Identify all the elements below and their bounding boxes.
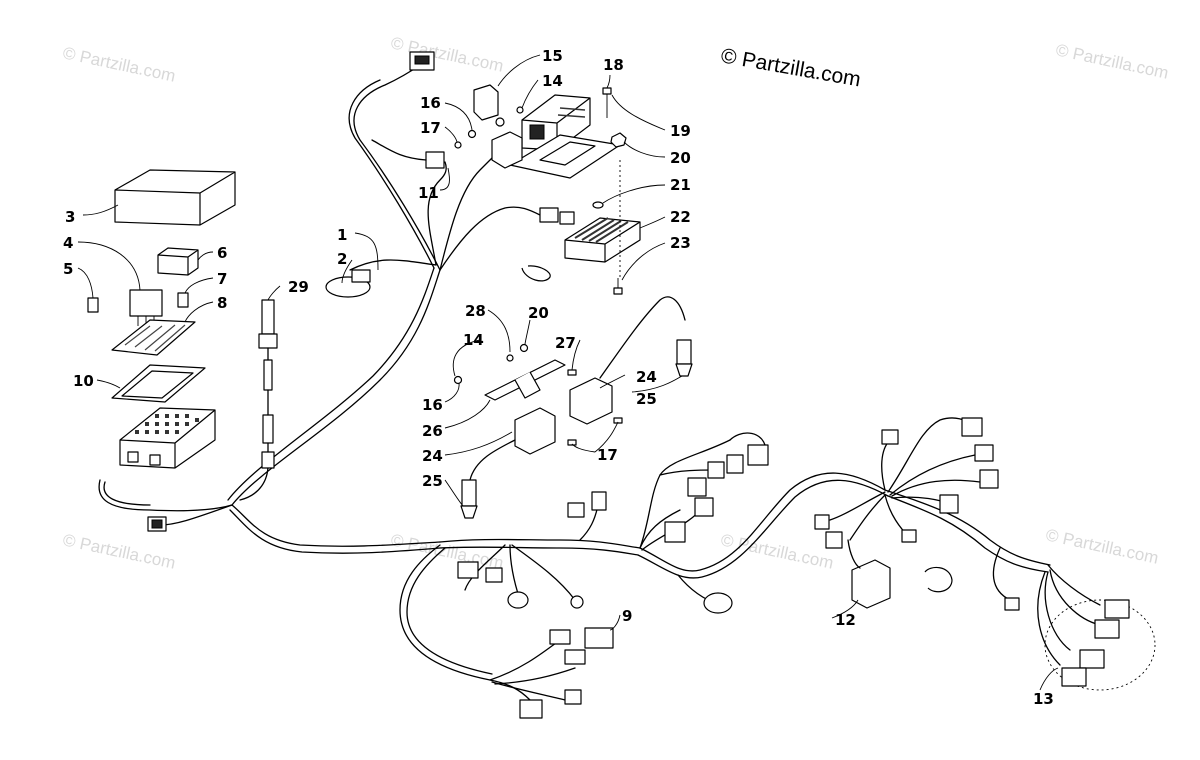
connector-1-2 bbox=[325, 269, 371, 298]
callout-20: 20 bbox=[670, 149, 691, 167]
bolts-19-23 bbox=[592, 87, 627, 295]
watermark-top-left: © Partzilla.com bbox=[61, 43, 177, 85]
connector-cluster-center bbox=[457, 491, 607, 609]
connector-11 bbox=[371, 139, 445, 169]
relay-4 bbox=[129, 289, 163, 326]
connector-13 bbox=[1044, 599, 1156, 691]
small-washers-top bbox=[454, 106, 524, 149]
circuit-board-8 bbox=[111, 319, 196, 356]
callout-6: 6 bbox=[217, 244, 227, 262]
callout-14: 14 bbox=[542, 72, 563, 90]
callout-13: 13 bbox=[1033, 690, 1054, 708]
fuse-box-cover-3 bbox=[114, 169, 236, 226]
clamp-connector bbox=[491, 131, 523, 169]
callout-17: 17 bbox=[420, 119, 441, 137]
connector-9 bbox=[519, 627, 614, 719]
callout-23: 23 bbox=[670, 234, 691, 252]
callout-numbers: 1 2 3 4 5 6 7 8 9 10 11 12 13 14 15 16 1… bbox=[63, 47, 1054, 708]
callout-15: 15 bbox=[542, 47, 563, 65]
watermark-bottom-left: © Partzilla.com bbox=[61, 530, 177, 572]
callout-9: 9 bbox=[622, 607, 632, 625]
watermark-top-center: © Partzilla.com bbox=[389, 33, 505, 75]
callout-11: 11 bbox=[418, 184, 439, 202]
fasteners-middle bbox=[453, 343, 623, 446]
watermark-bottom-center: © Partzilla.com bbox=[389, 530, 505, 572]
callout-16-mid: 16 bbox=[422, 396, 443, 414]
callout-27: 27 bbox=[555, 334, 576, 352]
bracket-15 bbox=[473, 84, 505, 127]
fuse-5 bbox=[87, 297, 99, 313]
fuse-7 bbox=[177, 292, 189, 308]
oxygen-sensor-29 bbox=[258, 299, 278, 469]
callout-8: 8 bbox=[217, 294, 227, 312]
callout-22: 22 bbox=[670, 208, 691, 226]
callout-7: 7 bbox=[217, 270, 227, 288]
connector-cluster-upper-right bbox=[664, 444, 769, 614]
callout-24-lower: 24 bbox=[422, 447, 443, 465]
left-end-connector bbox=[147, 516, 167, 532]
watermark-bottom-right: © Partzilla.com bbox=[1044, 525, 1160, 567]
bracket-26 bbox=[484, 359, 566, 401]
gasket-10 bbox=[111, 364, 206, 403]
callout-14-mid: 14 bbox=[463, 331, 484, 349]
top-connector bbox=[409, 51, 435, 71]
right-branch-wires bbox=[829, 417, 1101, 666]
copyright-text: © Partzilla.com bbox=[719, 44, 862, 91]
coil-24-lower bbox=[460, 407, 556, 519]
callout-18: 18 bbox=[603, 56, 624, 74]
callout-19: 19 bbox=[670, 122, 691, 140]
watermark-top-right: © Partzilla.com bbox=[1054, 40, 1170, 82]
callout-1: 1 bbox=[337, 226, 347, 244]
callout-3: 3 bbox=[65, 208, 75, 226]
callout-2: 2 bbox=[337, 250, 347, 268]
ecu-18 bbox=[521, 94, 591, 151]
callout-leaders bbox=[77, 54, 1059, 691]
connector-cluster-right bbox=[814, 417, 1020, 611]
callout-29: 29 bbox=[288, 278, 309, 296]
callout-26: 26 bbox=[422, 422, 443, 440]
callout-16: 16 bbox=[420, 94, 441, 112]
callout-10: 10 bbox=[73, 372, 94, 390]
watermark-group: © Partzilla.com © Partzilla.com © Partzi… bbox=[61, 33, 1170, 572]
callout-4: 4 bbox=[63, 234, 73, 252]
callout-5: 5 bbox=[63, 260, 73, 278]
callout-24: 24 bbox=[636, 368, 657, 386]
callout-20-mid: 20 bbox=[528, 304, 549, 322]
callout-21: 21 bbox=[670, 176, 691, 194]
fuse-block-base bbox=[119, 407, 216, 469]
connector-12 bbox=[847, 539, 953, 609]
callout-17-mid: 17 bbox=[597, 446, 618, 464]
harness-wires bbox=[98, 64, 1051, 579]
watermark-bottom-mid: © Partzilla.com bbox=[719, 530, 835, 572]
regulator-22 bbox=[564, 217, 641, 263]
relay-6 bbox=[157, 247, 199, 276]
clip-28 bbox=[521, 265, 551, 282]
callout-25: 25 bbox=[636, 390, 657, 408]
callout-28: 28 bbox=[465, 302, 486, 320]
callout-12: 12 bbox=[835, 611, 856, 629]
regulator-connector bbox=[539, 207, 575, 225]
coil-24-upper bbox=[569, 296, 693, 425]
callout-25-lower: 25 bbox=[422, 472, 443, 490]
